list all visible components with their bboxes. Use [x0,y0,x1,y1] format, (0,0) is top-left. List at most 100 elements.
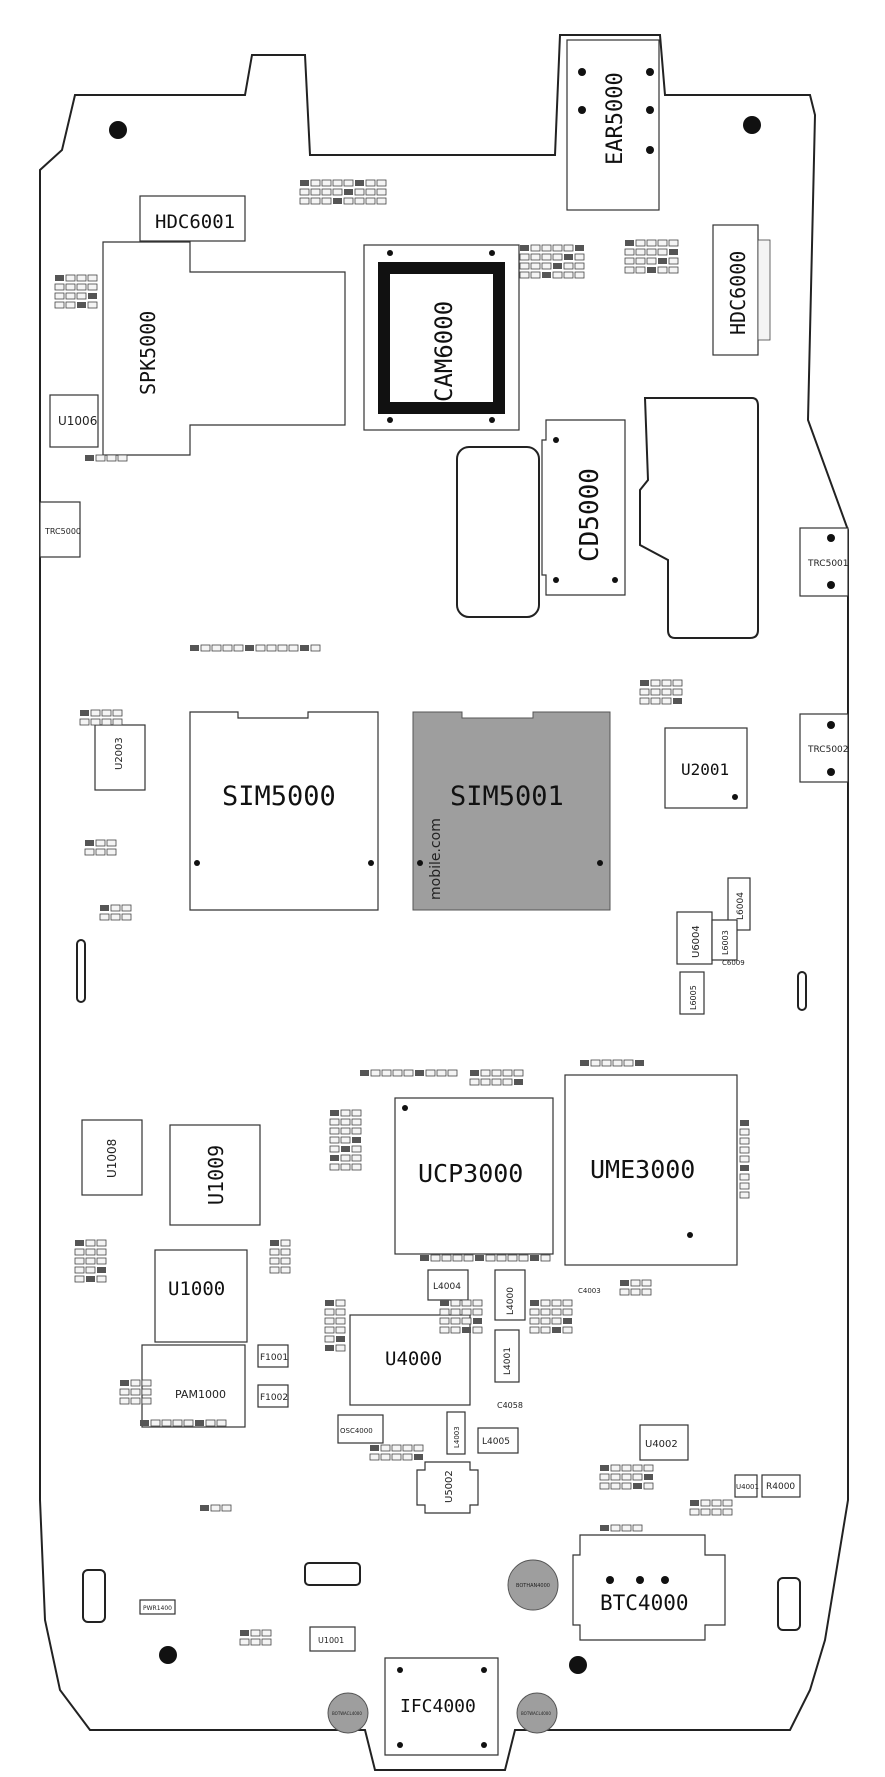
smd-component [644,1474,653,1480]
smd-component [369,1453,380,1461]
smd-component [633,1483,642,1489]
smd-component [450,1308,461,1316]
sim5000-label: SIM5000 [222,781,336,812]
smd-component [646,239,657,247]
smd-component [340,1127,351,1135]
smd-component [414,1454,423,1460]
smd-component [623,1059,634,1067]
smd-component [540,1308,551,1316]
smd-component [261,1638,272,1646]
smd-component [643,1464,654,1472]
u2003-label: U2003 [114,737,125,770]
smd-component [97,1267,106,1273]
smd-component [140,1420,149,1426]
smd-component [195,1420,204,1426]
smd-component [739,1182,750,1190]
smd-component [205,1419,216,1427]
smd-component [87,301,98,309]
smd-component [480,1069,491,1077]
u1001-label: U1001 [318,1636,344,1645]
smd-component [625,240,634,246]
smd-component [240,1630,249,1636]
smd-component [640,680,649,686]
u5002-label: U5002 [444,1470,455,1503]
smd-component [552,1327,561,1333]
btc4000-label: BTC4000 [600,1591,689,1615]
smd-component [76,292,87,300]
smd-component [76,274,87,282]
trc5001-label: TRC5001 [807,559,849,569]
smd-component [329,1127,340,1135]
smd-component [461,1299,472,1307]
smd-component [621,1473,632,1481]
smd-component [280,1257,291,1265]
smd-component [621,1464,632,1472]
smd-component [402,1444,413,1452]
smd-component [551,1299,562,1307]
smd-component [117,454,128,462]
board-outline [39,34,849,1771]
smd-component [100,905,109,911]
smd-component [540,1317,551,1325]
smd-component [65,301,76,309]
smd-component [269,1266,280,1274]
smd-component [600,1465,609,1471]
smd-component [376,179,387,187]
smd-component [519,253,530,261]
smd-component [641,1288,652,1296]
trc5002-outline [799,713,849,783]
smd-component [612,1059,623,1067]
smd-component [646,257,657,265]
sim5000-outline [189,711,379,911]
l6005-label: L6005 [689,985,698,1010]
smd-component [551,1317,562,1325]
cam6000-label: CAM6000 [430,301,458,402]
hdc6000-outline [712,224,759,356]
smd-component [562,1299,573,1307]
smd-component [250,1638,261,1646]
l4003-label: L4003 [453,1426,461,1448]
smd-component [496,1254,507,1262]
smd-component [624,266,635,274]
smd-component [690,1500,699,1506]
smd-component [542,272,551,278]
u6004-label: U6004 [691,925,702,958]
smd-component [74,1266,85,1274]
smd-component [529,1308,540,1316]
smd-component [340,1118,351,1126]
l4004-label: L4004 [433,1282,461,1292]
smd-component [430,1254,441,1262]
smd-component [552,271,563,279]
c6009-label: C6009 [722,959,745,967]
cd5000-label: CD5000 [575,468,605,562]
smd-component [330,1110,339,1116]
smd-component [439,1308,450,1316]
smd-component [620,1280,629,1286]
smd-component [270,1240,279,1246]
smd-component [661,679,672,687]
smd-component [288,644,299,652]
smd-component [722,1508,733,1516]
smd-component [329,1136,340,1144]
smd-component [711,1499,722,1507]
smd-component [630,1288,641,1296]
smd-component [354,197,365,205]
smd-component [110,913,121,921]
smd-component [657,239,668,247]
smd-component [425,1069,436,1077]
u1006-label: U1006 [58,414,97,428]
smd-component [672,688,683,696]
smd-component [54,283,65,291]
smd-component [739,1146,750,1154]
smd-component [54,301,65,309]
trc5000-outline [39,501,81,558]
smd-component [540,1326,551,1334]
smd-component [574,253,585,261]
smd-component [700,1499,711,1507]
smd-component [661,688,672,696]
smd-component [635,239,646,247]
smd-component [475,1255,484,1261]
smd-component [324,1326,335,1334]
trc5001-outline [799,527,849,597]
smd-component [403,1069,414,1077]
